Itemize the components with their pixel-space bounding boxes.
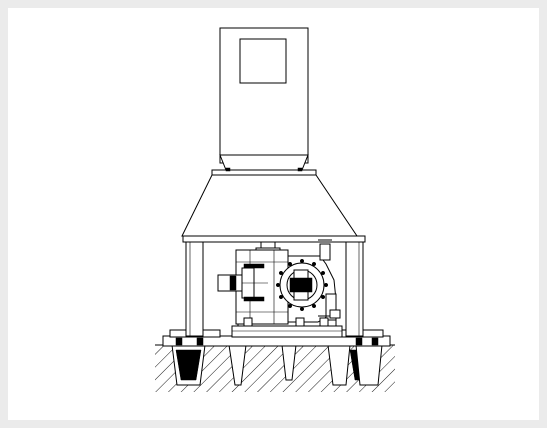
motor-stand xyxy=(181,174,366,243)
pump-assembly-drawing xyxy=(155,27,395,392)
motor xyxy=(211,27,317,176)
figure-frame xyxy=(8,8,539,420)
flange-bolts xyxy=(275,258,329,312)
pump-casing xyxy=(217,239,341,327)
columns xyxy=(185,241,364,337)
